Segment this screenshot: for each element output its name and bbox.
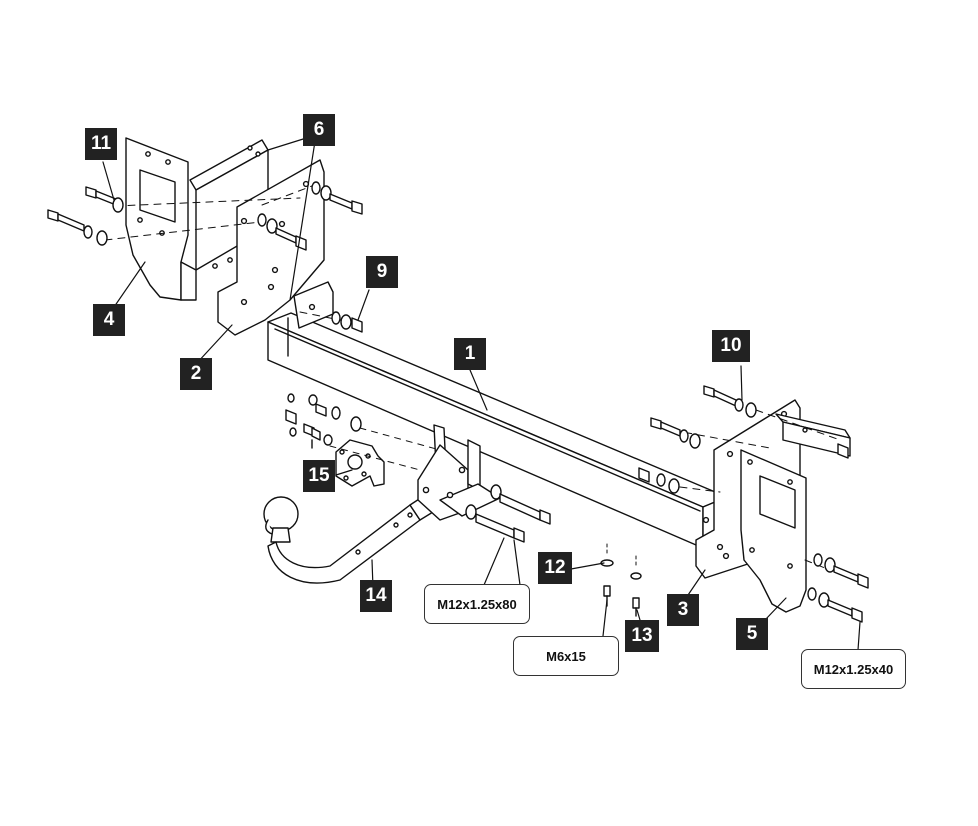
- hitch-receiver-plates: [417, 424, 501, 521]
- part-label-1: 1: [454, 338, 486, 370]
- part-label-12: 12: [538, 552, 572, 584]
- tow-ball-neck: [263, 487, 447, 584]
- main-crossbar: [267, 312, 728, 549]
- socket-dashed-lines: [329, 427, 441, 471]
- part-label-3: 3: [667, 594, 699, 626]
- hitch-bolts: [465, 484, 551, 543]
- right-fasteners: [638, 385, 869, 623]
- part-label-10: 10: [712, 330, 750, 362]
- bolt-spec-m12x40: M12x1.25x40: [801, 649, 906, 689]
- part-label-6: 6: [303, 114, 335, 146]
- electrical-socket-plate: [335, 439, 385, 487]
- part-label-13: 13: [625, 620, 659, 652]
- beam-end-plate: [293, 281, 334, 329]
- left-side-plate: [125, 137, 189, 301]
- part-label-9: 9: [366, 256, 398, 288]
- part-label-15: 15: [303, 460, 335, 492]
- part-label-2: 2: [180, 358, 212, 390]
- socket-fasteners: [285, 393, 362, 449]
- left-inner-plate: [217, 159, 325, 336]
- right-side-plate: [740, 449, 807, 613]
- left-fasteners: [47, 181, 363, 333]
- right-channel-bracket: [775, 413, 851, 457]
- part-label-14: 14: [360, 580, 392, 612]
- bolt-spec-m12x80: M12x1.25x80: [424, 584, 530, 624]
- bolt-spec-m6x15: M6x15: [513, 636, 619, 676]
- part-label-5: 5: [736, 618, 768, 650]
- part-label-4: 4: [93, 304, 125, 336]
- part-label-11: 11: [85, 128, 117, 160]
